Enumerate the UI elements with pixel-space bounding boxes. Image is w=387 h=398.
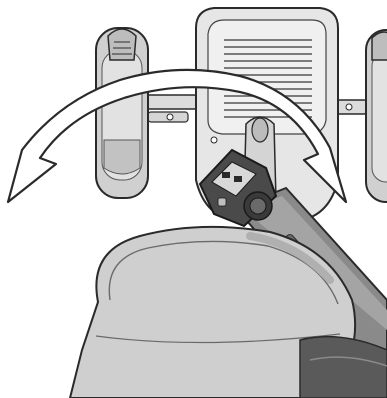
seat-base bbox=[300, 337, 387, 398]
left-wheel bbox=[96, 28, 148, 198]
right-wheel bbox=[366, 30, 387, 202]
